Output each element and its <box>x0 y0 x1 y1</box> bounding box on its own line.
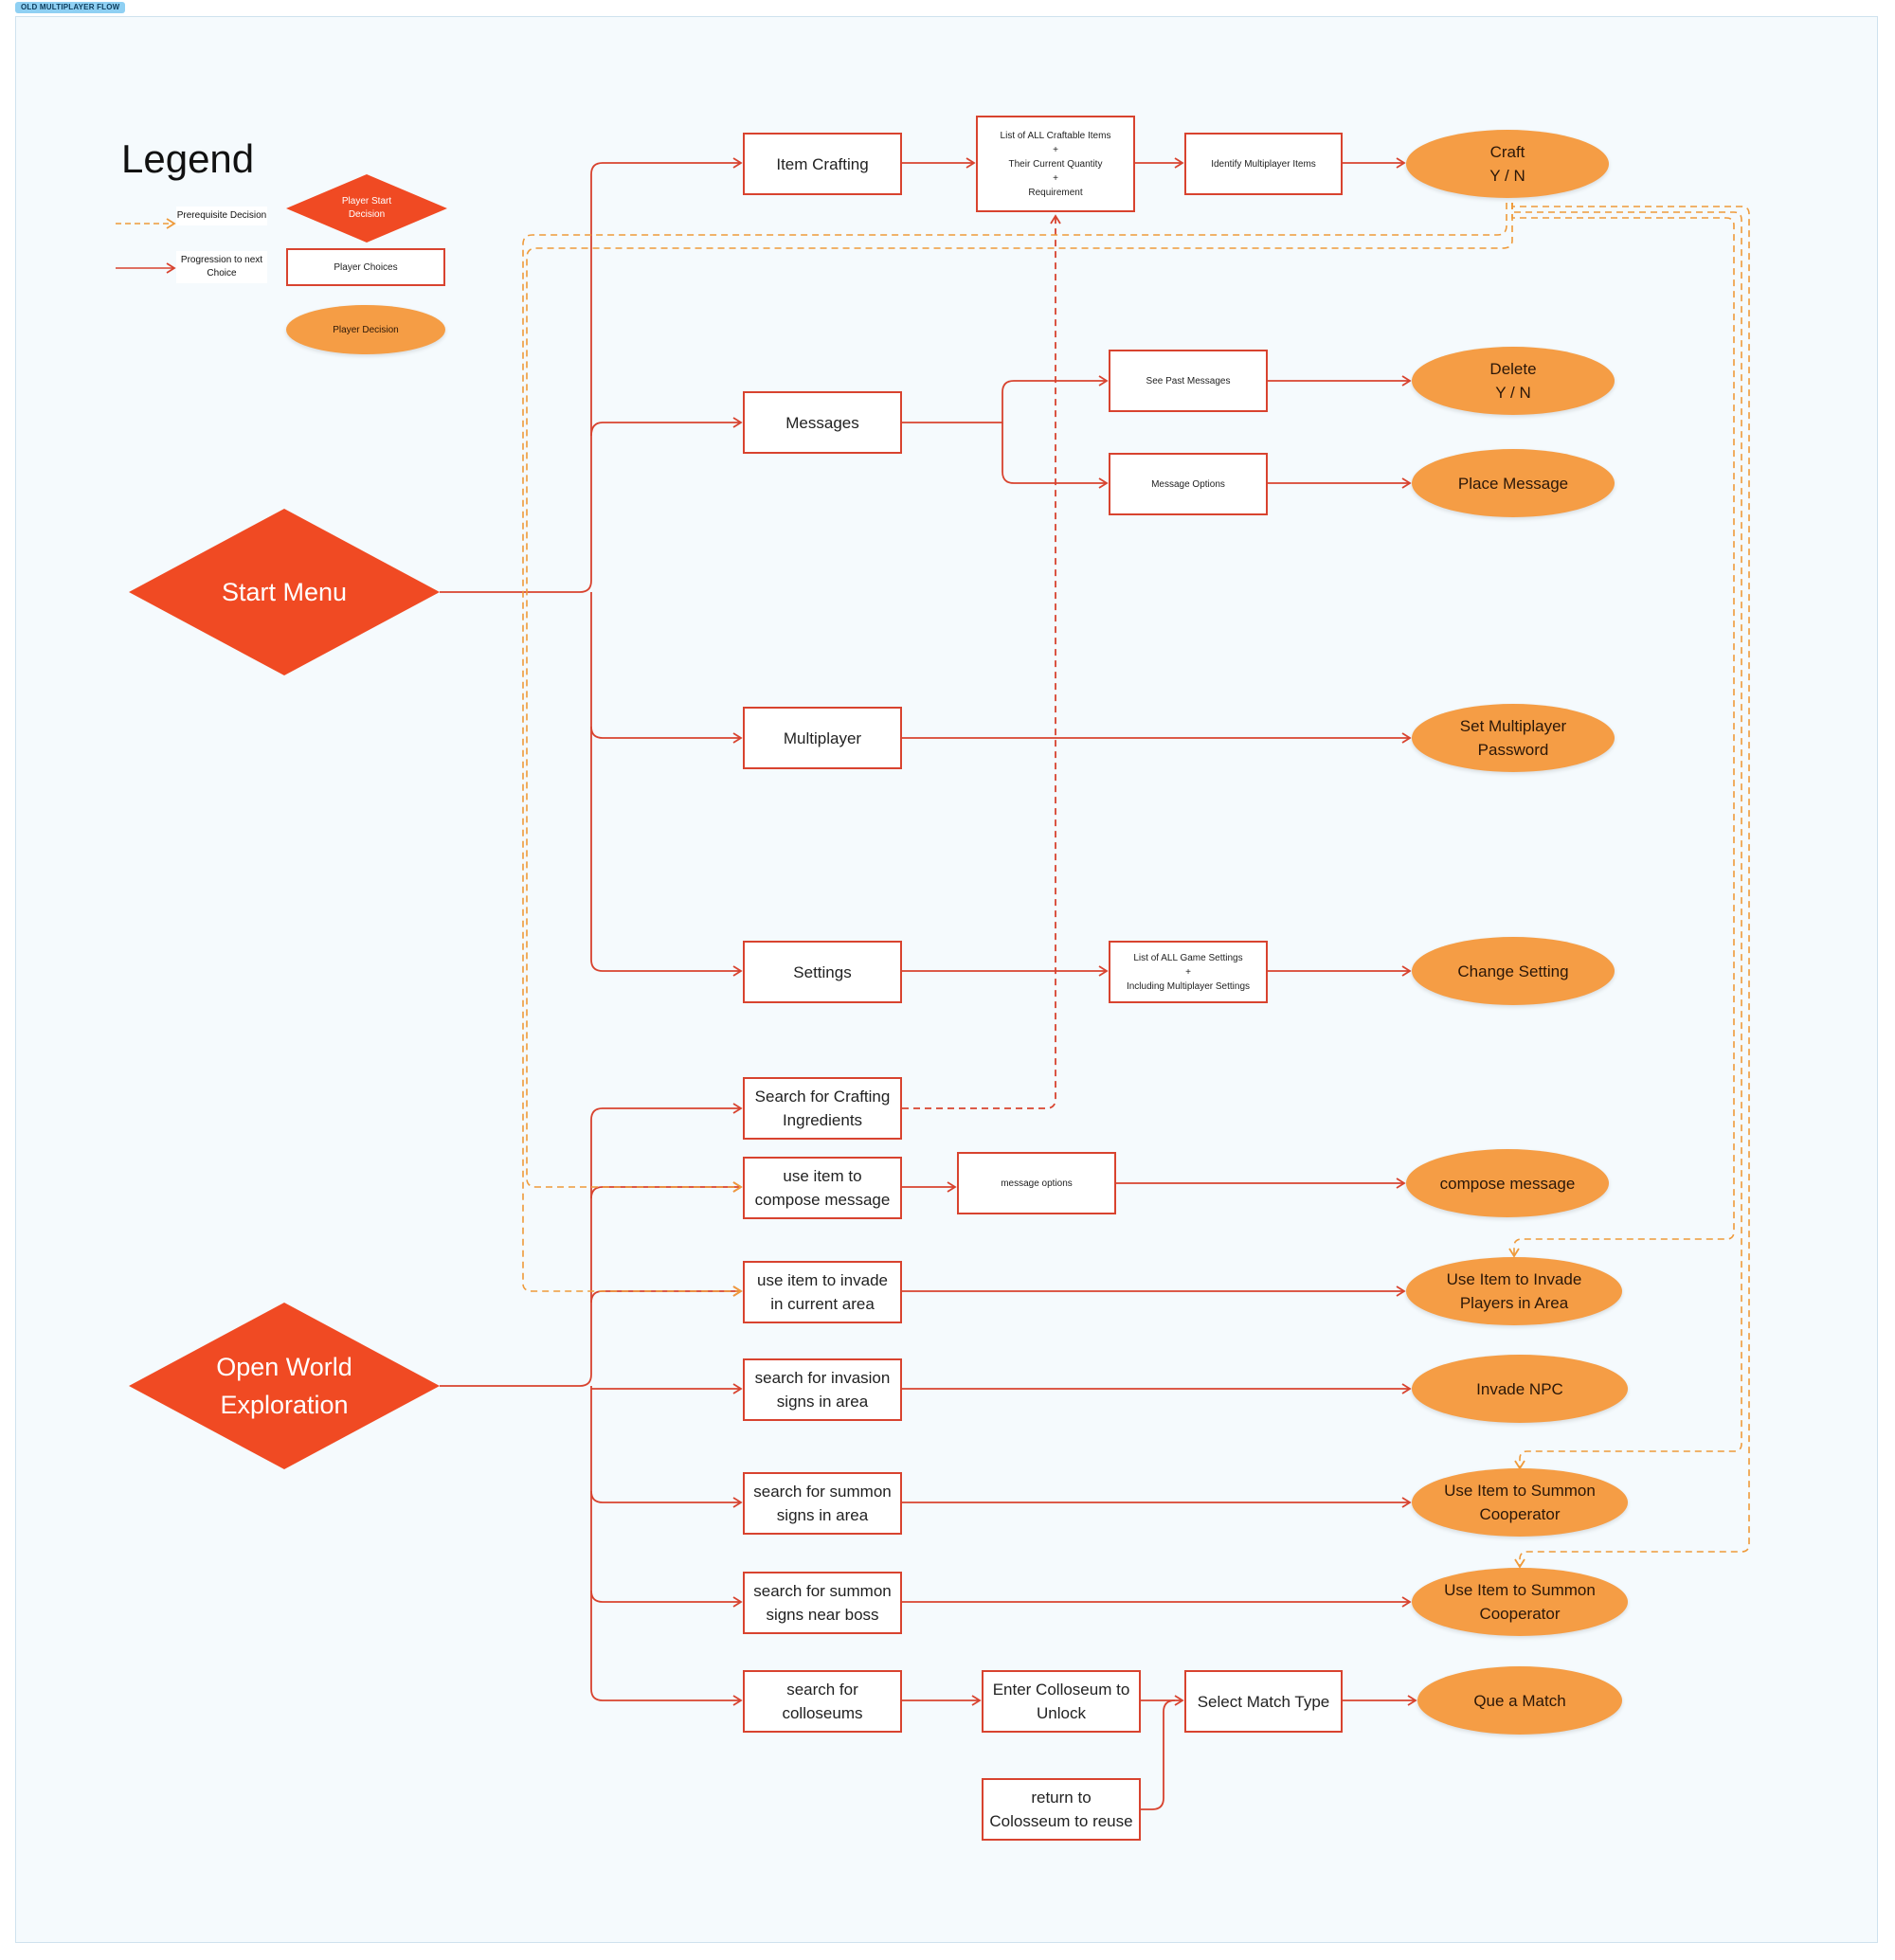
dashed-connectors <box>522 203 1750 1569</box>
open-world-node[interactable]: Open World Exploration <box>129 1303 440 1469</box>
summon-boss-decision[interactable]: Use Item to Summon Cooperator <box>1412 1568 1628 1636</box>
legend-prerequisite-label: Prerequisite Decision <box>176 207 267 225</box>
enter-colloseum-box[interactable]: Enter Colloseum to Unlock <box>982 1670 1141 1733</box>
see-past-messages-box[interactable]: See Past Messages <box>1109 350 1268 412</box>
select-match-type-box[interactable]: Select Match Type <box>1184 1670 1343 1733</box>
frame-label[interactable]: OLD MULTIPLAYER FLOW <box>15 2 126 13</box>
search-summon-signs-area-box[interactable]: search for summon signs in area <box>743 1472 902 1535</box>
start-menu-node[interactable]: Start Menu <box>129 509 440 675</box>
legend-progression-label: Progression to next Choice <box>176 251 267 283</box>
invade-npc-decision[interactable]: Invade NPC <box>1412 1355 1628 1423</box>
trunk-start-menu <box>440 157 743 593</box>
return-colosseum-box[interactable]: return to Colosseum to reuse <box>982 1778 1141 1841</box>
search-colloseums-box[interactable]: search for colloseums <box>743 1670 902 1733</box>
item-crafting-box[interactable]: Item Crafting <box>743 133 902 195</box>
game-settings-list-box[interactable]: List of ALL Game Settings + Including Mu… <box>1109 941 1268 1003</box>
que-match-decision[interactable]: Que a Match <box>1417 1666 1622 1735</box>
delete-decision[interactable]: Delete Y / N <box>1412 347 1615 415</box>
invade-players-decision[interactable]: Use Item to Invade Players in Area <box>1406 1257 1622 1325</box>
settings-box[interactable]: Settings <box>743 941 902 1003</box>
solid-connectors <box>440 157 1417 1810</box>
change-setting-decision[interactable]: Change Setting <box>1412 937 1615 1005</box>
message-options-lower-box[interactable]: message options <box>957 1152 1116 1214</box>
use-item-invade-box[interactable]: use item to invade in current area <box>743 1261 902 1323</box>
message-options-box[interactable]: Message Options <box>1109 453 1268 515</box>
use-item-compose-box[interactable]: use item to compose message <box>743 1157 902 1219</box>
open-world-label: Open World Exploration <box>216 1353 352 1419</box>
legend-player-choices: Player Choices <box>286 248 445 286</box>
craft-decision[interactable]: Craft Y / N <box>1406 130 1609 198</box>
summon-area-decision[interactable]: Use Item to Summon Cooperator <box>1412 1468 1628 1537</box>
search-crafting-ingredients-box[interactable]: Search for Crafting Ingredients <box>743 1077 902 1140</box>
messages-box[interactable]: Messages <box>743 391 902 454</box>
craftable-list-box[interactable]: List of ALL Craftable Items + Their Curr… <box>976 116 1135 212</box>
identify-multiplayer-items-box[interactable]: Identify Multiplayer Items <box>1184 133 1343 195</box>
trunk-open-world <box>440 1103 743 1387</box>
legend-start-decision: Player Start Decision <box>286 174 447 243</box>
compose-message-decision[interactable]: compose message <box>1406 1149 1609 1217</box>
start-menu-label: Start Menu <box>221 578 348 606</box>
place-message-decision[interactable]: Place Message <box>1412 449 1615 517</box>
search-invasion-signs-box[interactable]: search for invasion signs in area <box>743 1358 902 1421</box>
multiplayer-box[interactable]: Multiplayer <box>743 707 902 769</box>
search-summon-signs-boss-box[interactable]: search for summon signs near boss <box>743 1572 902 1634</box>
legend-start-decision-label: Player Start Decision <box>341 196 392 220</box>
set-password-decision[interactable]: Set Multiplayer Password <box>1412 704 1615 772</box>
legend-player-decision: Player Decision <box>286 305 445 354</box>
legend-title: Legend <box>121 136 255 181</box>
